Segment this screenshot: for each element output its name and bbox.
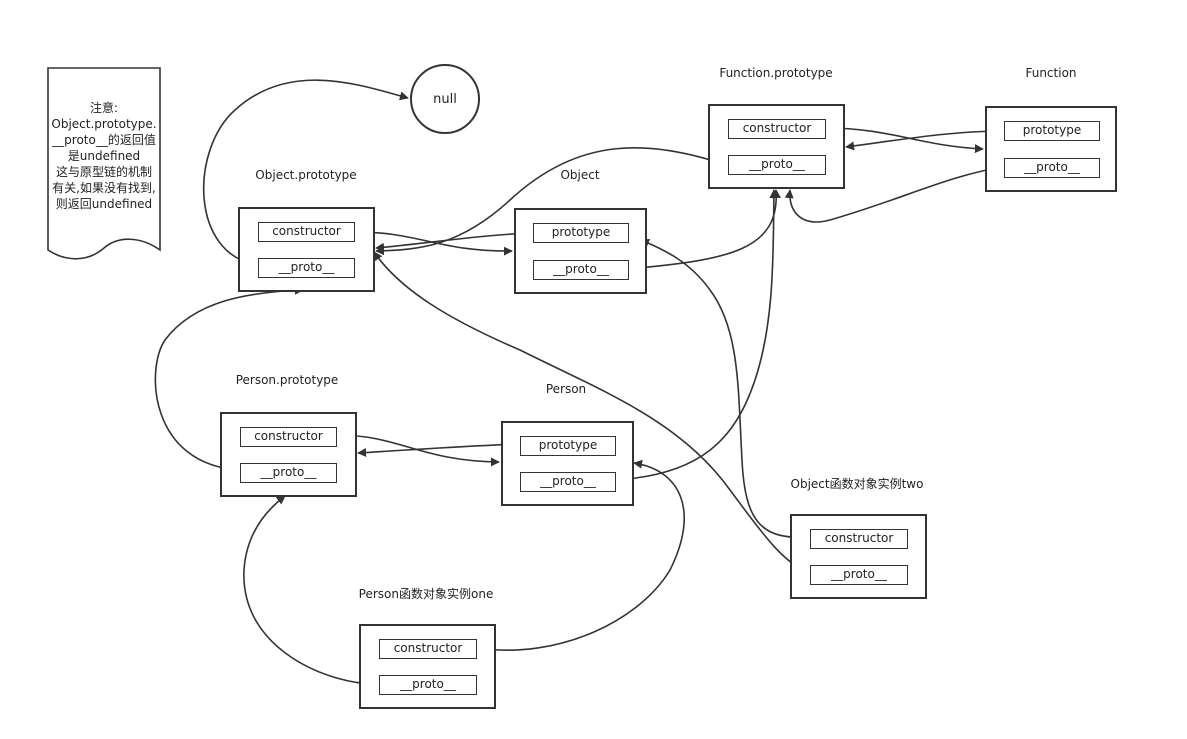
object-proto-field[interactable]: __proto__ [533,260,629,280]
note-line: 这与原型链的机制 [55,165,152,179]
function-title: Function [1025,66,1077,80]
person-proto-field[interactable]: __proto__ [520,472,616,492]
function-proto-field[interactable]: __proto__ [1004,158,1100,178]
edge-funcproto-proto-to-objproto [375,147,728,256]
edge-one-constructor-to-person [476,459,685,651]
object-prototype-field[interactable]: prototype [533,223,629,243]
instance-two-constructor-field[interactable]: constructor [810,529,908,549]
object-prototype-title: Object.prototype [255,168,357,182]
instance-one-proto-field[interactable]: __proto__ [379,675,477,695]
object-node[interactable]: prototype __proto__ [514,208,647,294]
note-line: 则返回undefined [55,197,153,211]
edge-personproto-proto-to-objproto [154,285,304,471]
edge-person-proto-to-funcproto [614,189,779,481]
object-title: Object [560,168,600,182]
edge-one-proto-to-personproto [243,495,379,685]
note-line: Object.prototype. [51,117,157,131]
edge-two-constructor-to-object [640,238,809,539]
note-text: 注意: Object.prototype. __proto__的返回值 是und… [48,100,160,212]
instance-two-node[interactable]: constructor __proto__ [790,514,927,599]
edge-personproto-constructor-to-person [336,434,500,467]
note-line: __proto__的返回值 [52,133,156,147]
edge-object-proto-to-funcproto [626,189,782,270]
instance-one-node[interactable]: constructor __proto__ [359,624,496,709]
edge-person-prototype-to-personproto [357,443,521,458]
note-shape [47,67,161,260]
instance-one-constructor-field[interactable]: constructor [379,639,477,659]
function-prototype-title: Function.prototype [719,66,833,80]
person-title: Person [545,382,587,396]
function-prototype-field[interactable]: prototype [1004,121,1100,141]
person-prototype-field[interactable]: prototype [520,436,616,456]
object-prototype-proto-field[interactable]: __proto__ [258,258,355,278]
null-node[interactable]: null [410,64,480,134]
person-prototype-node[interactable]: constructor __proto__ [220,412,357,497]
instance-two-proto-field[interactable]: __proto__ [810,565,908,585]
edge-funcproto-constructor-to-function [825,127,984,154]
person-prototype-proto-field[interactable]: __proto__ [240,463,337,483]
object-prototype-constructor-field[interactable]: constructor [258,222,355,242]
null-label: null [433,91,457,107]
person-node[interactable]: prototype __proto__ [501,421,634,506]
note-line: 注意: [89,101,119,115]
function-node[interactable]: prototype __proto__ [985,106,1117,192]
note-line: 有关,如果没有找到, [52,181,156,195]
function-prototype-node[interactable]: constructor __proto__ [708,104,845,189]
function-prototype-constructor-field[interactable]: constructor [728,119,826,139]
instance-two-title: Object函数对象实例two [790,477,924,491]
edge-function-prototype-to-funcproto [845,130,1004,151]
person-prototype-title: Person.prototype [235,373,339,387]
note-line: 是undefined [67,149,141,163]
edge-function-proto-to-funcproto [784,166,1004,223]
person-prototype-constructor-field[interactable]: constructor [240,427,337,447]
instance-one-title: Person函数对象实例one [358,587,494,601]
edge-objproto-proto-to-null [202,79,409,266]
edge-two-proto-to-objproto [373,251,809,574]
object-prototype-node[interactable]: constructor __proto__ [238,207,375,292]
function-prototype-proto-field[interactable]: __proto__ [728,155,826,175]
